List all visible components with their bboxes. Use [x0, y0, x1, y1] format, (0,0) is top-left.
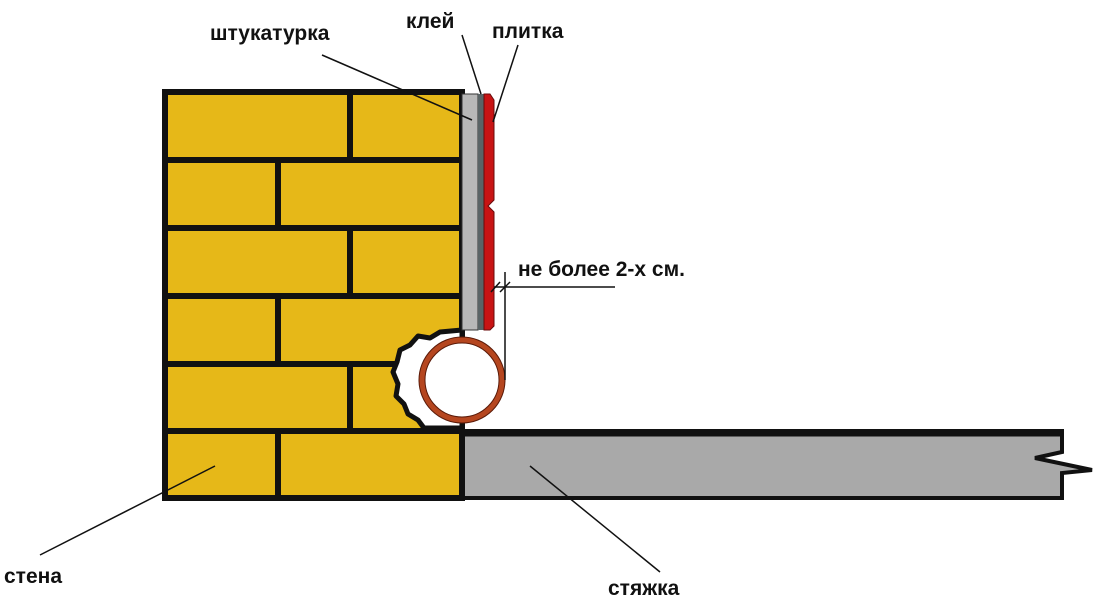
screed [459, 429, 1093, 500]
label-wall: стена [4, 565, 63, 588]
glue-layer [478, 94, 484, 330]
plaster-layer [461, 93, 479, 331]
label-screed: стяжка [608, 577, 680, 600]
brick-wall [162, 89, 465, 501]
label-tile: плитка [492, 20, 564, 43]
tile-layer [483, 93, 495, 331]
gap-dimension [490, 272, 615, 380]
label-gap: не более 2-х см. [518, 258, 685, 281]
label-glue: клей [406, 10, 455, 33]
leader-lines [39, 34, 661, 573]
pipe [419, 337, 505, 423]
label-plaster: штукатурка [210, 22, 330, 45]
